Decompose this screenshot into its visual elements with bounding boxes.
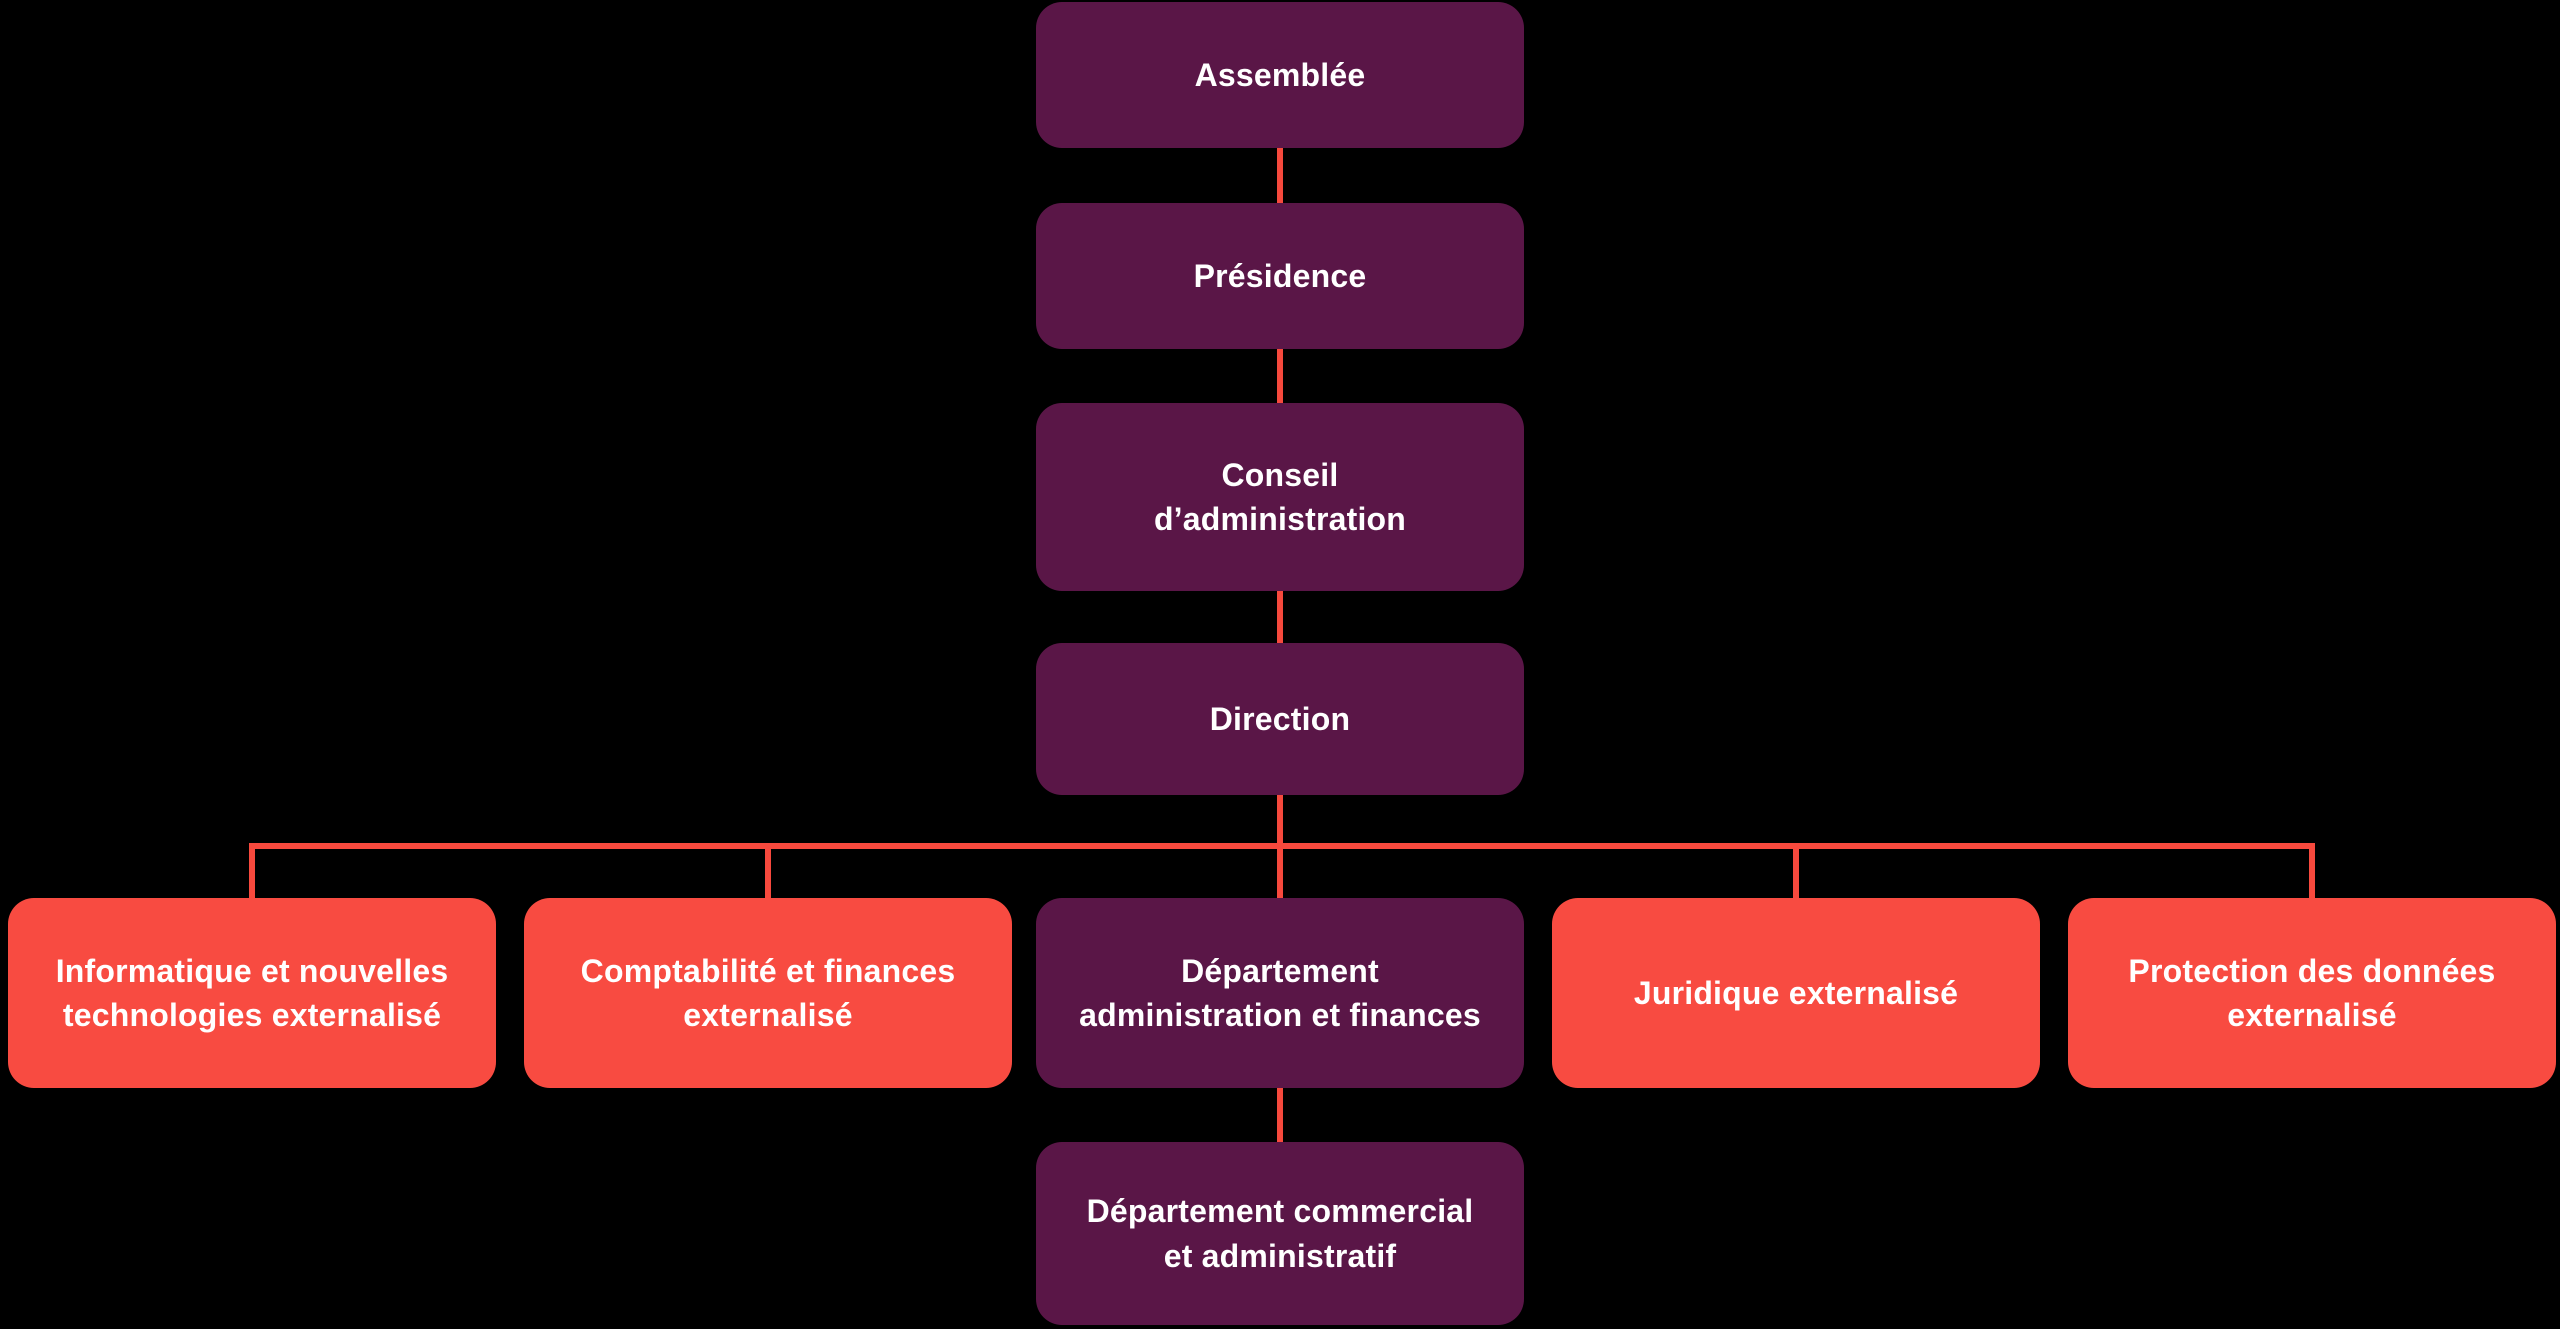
node-presidence-label: Présidence <box>1193 257 1367 294</box>
node-informatique-externalise-label: Informatique et nouvelles technologies e… <box>55 952 449 1033</box>
node-comptabilite-externalise: Comptabilité et finances externalisé <box>524 898 1012 1088</box>
node-direction: Direction <box>1036 643 1524 795</box>
connector-rail <box>249 843 2315 849</box>
node-protection-donnees-externalise-label: Protection des données externalisé <box>2128 952 2496 1033</box>
node-departement-administration-finances: Département administration et finances <box>1036 898 1524 1088</box>
node-assemblee-label: Assemblée <box>1194 56 1366 93</box>
connector-rail-informatique <box>249 843 255 898</box>
connector-rail-comptabilite <box>765 843 771 898</box>
connector-dept-admin-commercial <box>1277 1088 1283 1142</box>
node-comptabilite-externalise-label: Comptabilité et finances externalisé <box>580 952 956 1033</box>
node-direction-label: Direction <box>1209 700 1351 737</box>
node-departement-administration-finances-label: Département administration et finances <box>1079 952 1481 1033</box>
node-departement-commercial-administratif-label: Département commercial et administratif <box>1086 1193 1474 1274</box>
connector-presidence-conseil <box>1277 349 1283 403</box>
node-juridique-externalise-label: Juridique externalisé <box>1633 974 1959 1011</box>
node-protection-donnees-externalise: Protection des données externalisé <box>2068 898 2556 1088</box>
node-presidence: Présidence <box>1036 203 1524 349</box>
connector-conseil-direction <box>1277 591 1283 643</box>
node-informatique-externalise: Informatique et nouvelles technologies e… <box>8 898 496 1088</box>
node-juridique-externalise: Juridique externalisé <box>1552 898 2040 1088</box>
connector-rail-protection <box>2309 843 2315 898</box>
connector-rail-juridique <box>1793 843 1799 898</box>
connector-assemblee-presidence <box>1277 148 1283 203</box>
node-conseil-administration: Conseil d’administration <box>1036 403 1524 591</box>
node-conseil-administration-label: Conseil d’administration <box>1153 456 1407 537</box>
node-departement-commercial-administratif: Département commercial et administratif <box>1036 1142 1524 1325</box>
node-assemblee: Assemblée <box>1036 2 1524 148</box>
